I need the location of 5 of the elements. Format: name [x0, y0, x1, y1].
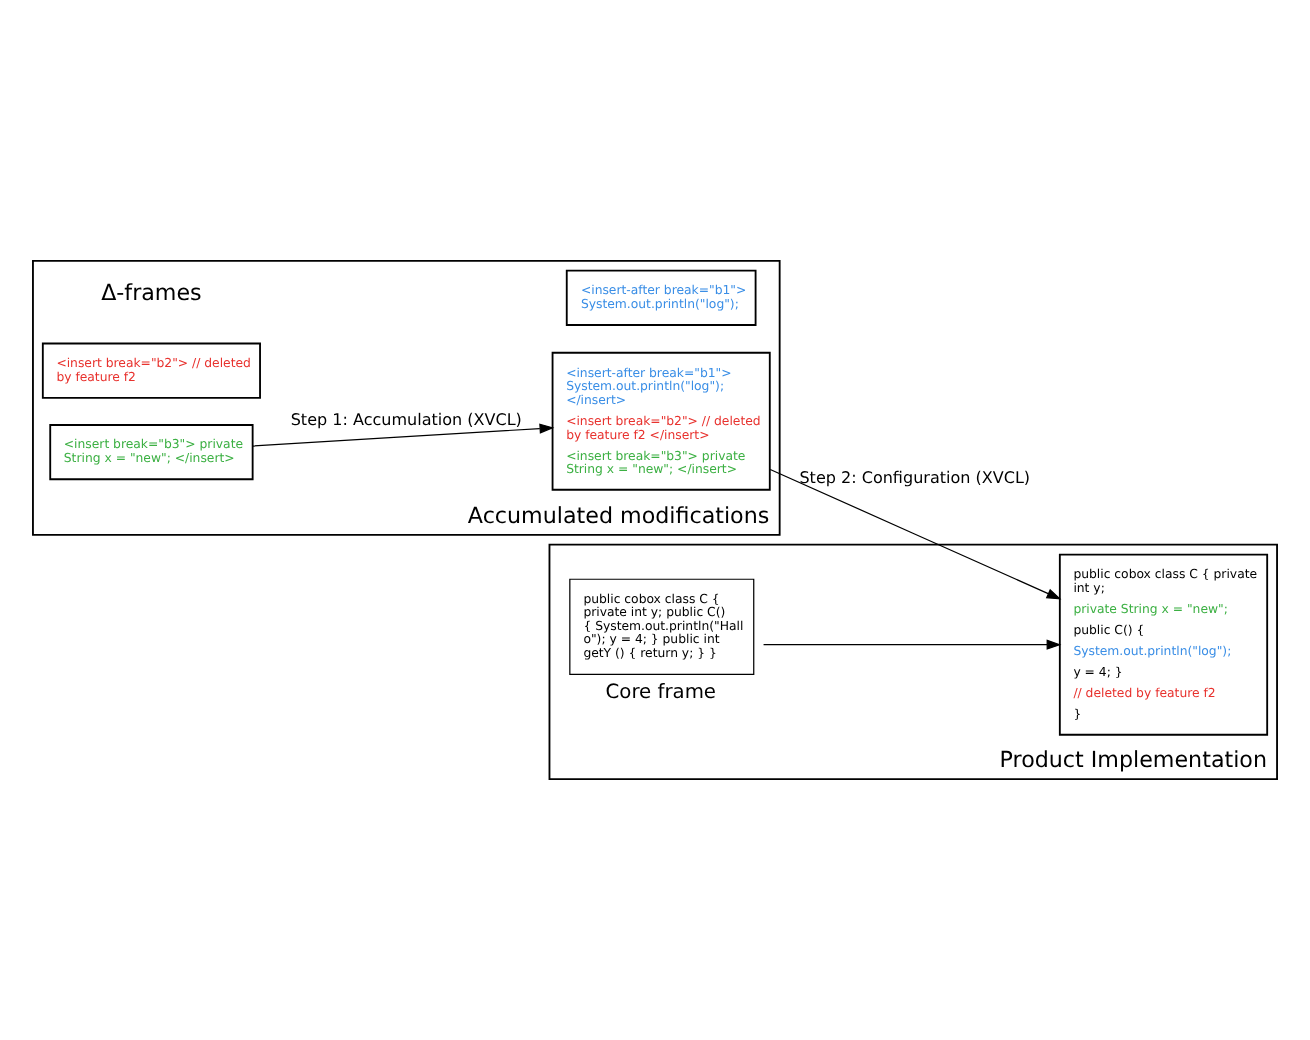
node-label: Core frame	[605, 681, 717, 704]
arrow	[769, 468, 1062, 600]
label: Δ-frames	[101, 279, 202, 306]
arrow	[762, 639, 1062, 650]
arrow	[252, 423, 555, 447]
